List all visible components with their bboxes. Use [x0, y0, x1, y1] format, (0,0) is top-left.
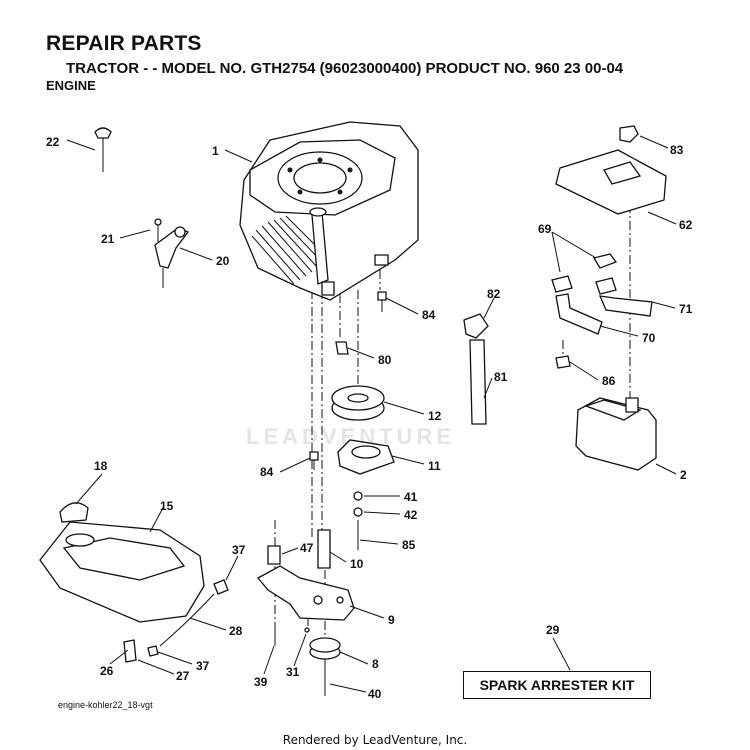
dipstick-part-22: [94, 127, 112, 172]
muffler-part-2: [575, 397, 657, 471]
callout-label: 81: [494, 370, 508, 384]
callout-label: 47: [300, 541, 314, 555]
heat-shield-part-62: [555, 125, 667, 215]
callout-label: 2: [680, 468, 687, 482]
callout-label: 83: [670, 143, 684, 157]
clutch-part-11: [337, 439, 395, 550]
callout-label: 84: [260, 465, 274, 479]
callout-label: 62: [679, 218, 693, 232]
plate-part-9: [256, 565, 355, 621]
callout-label: 71: [679, 302, 693, 316]
callout-label: 21: [101, 232, 115, 246]
callout-label: 37: [196, 659, 210, 673]
pulley-part-12: [331, 385, 385, 421]
callout-label: 1: [212, 144, 219, 158]
callout-label: 84: [422, 308, 436, 322]
model-subtitle: TRACTOR - - MODEL NO. GTH2754 (960230004…: [66, 60, 624, 77]
hardware-part-80: [309, 291, 387, 470]
callout-label: 9: [388, 613, 395, 627]
callout-label: 42: [404, 508, 418, 522]
callout-label: 40: [368, 687, 382, 701]
callout-label: 86: [602, 374, 616, 388]
callout-label: 12: [428, 409, 442, 423]
callout-label: 80: [378, 353, 392, 367]
callout-label: 82: [487, 287, 501, 301]
callout-label: 39: [254, 675, 268, 689]
bracket-part-20: [154, 218, 190, 288]
callout-label: 11: [428, 459, 441, 473]
exhaust-pipes-part-70: [551, 253, 653, 369]
callout-label: 37: [232, 543, 246, 557]
callout-label: 22: [46, 135, 60, 149]
callout-label: 31: [286, 665, 300, 679]
callout-label: 70: [642, 331, 656, 345]
callout-label: 85: [402, 538, 416, 552]
callout-label: 26: [100, 664, 114, 678]
spark-arrester-kit-label: SPARK ARRESTER KIT: [463, 671, 651, 699]
section-label: ENGINE: [46, 78, 96, 93]
callout-label: 28: [229, 624, 243, 638]
tube-part-81: [463, 313, 489, 425]
callout-label: 15: [160, 499, 174, 513]
shaft-part-10: [267, 529, 331, 569]
callout-label: 10: [350, 557, 364, 571]
callout-label: 8: [372, 657, 379, 671]
callout-label: 20: [216, 254, 230, 268]
callout-label: 29: [546, 623, 560, 637]
pulley-part-8: [274, 627, 341, 696]
callouts: 22 1 83 62 69 21 20 84 82 71 70 80 81 86…: [46, 135, 693, 701]
callout-label: 27: [176, 669, 190, 683]
engine-part-1: [239, 121, 419, 301]
fuel-line-part-28: [123, 579, 229, 663]
page-title: REPAIR PARTS: [46, 32, 202, 55]
fuel-tank-part-15: [39, 502, 205, 623]
footer-credit: Rendered by LeadVenture, Inc.: [282, 733, 468, 747]
leader-lines: [66, 135, 677, 693]
callout-label: 18: [94, 459, 108, 473]
callout-label: 41: [404, 490, 418, 504]
callout-label: 69: [538, 222, 552, 236]
file-reference: engine-kohler22_18-vgt: [58, 700, 153, 710]
